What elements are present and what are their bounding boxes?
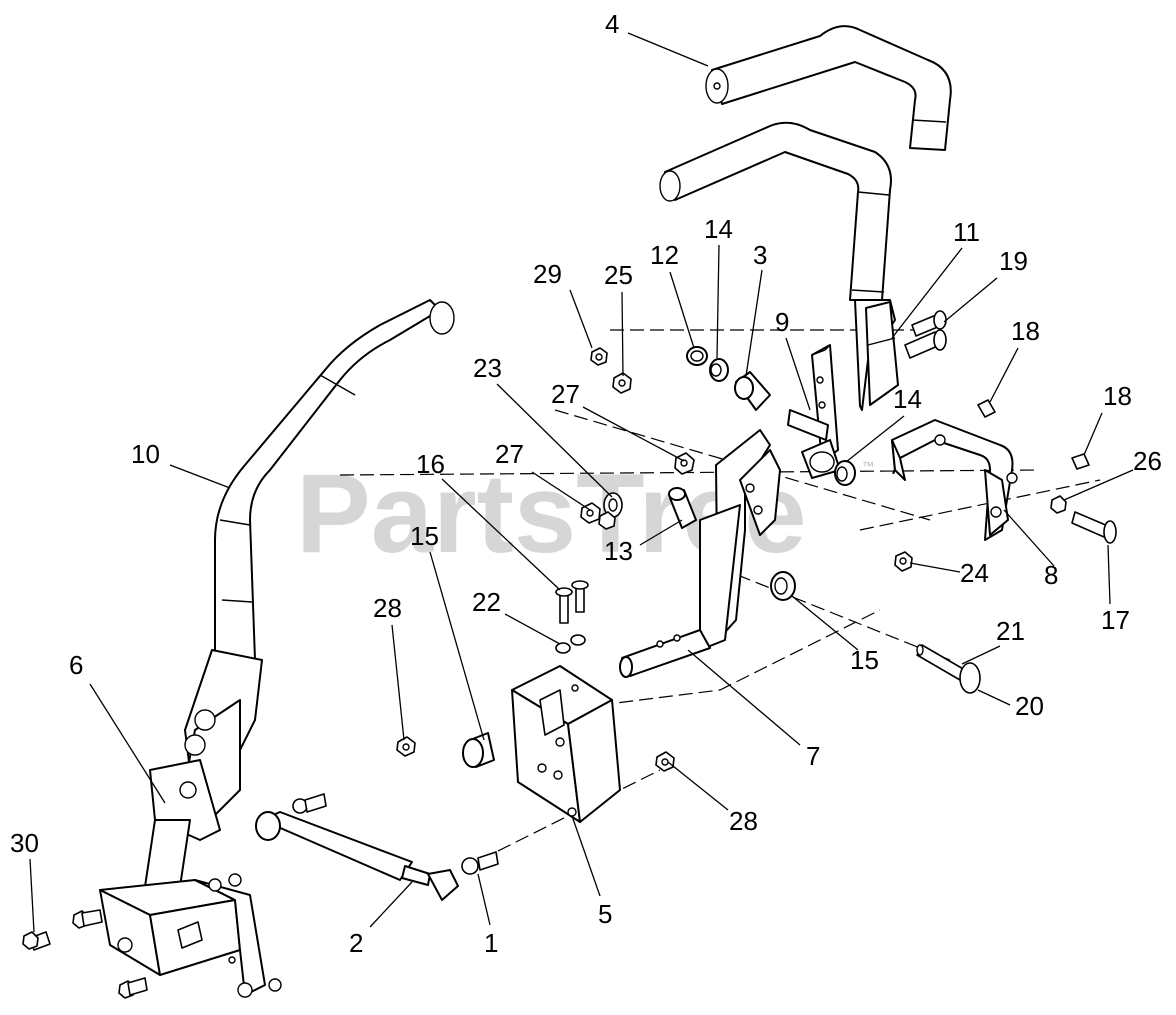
callout-15-left: 15 (410, 521, 439, 551)
callout-10: 10 (131, 439, 160, 469)
ball-stud-1[interactable] (461, 851, 499, 875)
bolt-18-right[interactable] (1071, 453, 1090, 470)
callouts: 4 29 25 12 14 3 11 19 9 14 18 18 26 8 17… (10, 9, 1162, 958)
washers-22[interactable] (555, 634, 586, 654)
callout-16: 16 (416, 449, 445, 479)
callout-19: 19 (999, 246, 1028, 276)
handle-bar-left[interactable] (214, 299, 455, 661)
callout-15-right: 15 (850, 645, 879, 675)
callout-18-upper: 18 (1011, 316, 1040, 346)
handle-clamp[interactable] (854, 299, 899, 411)
callout-12: 12 (650, 240, 679, 270)
callout-27-upper: 27 (551, 379, 580, 409)
bushing-group-upper[interactable] (686, 346, 771, 411)
callout-9: 9 (775, 307, 789, 337)
washer-23[interactable] (603, 492, 623, 518)
bolt-30[interactable] (22, 931, 51, 951)
callout-13: 13 (604, 536, 633, 566)
callout-27-lower: 27 (495, 439, 524, 469)
mounting-plate[interactable] (511, 665, 621, 823)
bolt-18-upper[interactable] (977, 399, 996, 418)
callout-17: 17 (1101, 605, 1130, 635)
base-bracket[interactable] (99, 873, 282, 998)
callout-8: 8 (1044, 560, 1058, 590)
lower-lever[interactable] (139, 649, 263, 921)
callout-24: 24 (960, 558, 989, 588)
callout-22: 22 (472, 587, 501, 617)
callout-14-right: 14 (893, 384, 922, 414)
bolt-base-left[interactable] (72, 909, 103, 929)
bolt-17[interactable] (1071, 511, 1117, 544)
callout-14-upper: 14 (704, 214, 733, 244)
spacer-13[interactable] (668, 487, 697, 529)
callout-29: 29 (533, 259, 562, 289)
bushing-15-left[interactable] (462, 732, 495, 768)
callout-1: 1 (484, 928, 498, 958)
handle-bar-upper[interactable] (705, 25, 952, 151)
bolts-16[interactable] (555, 580, 589, 624)
callout-2: 2 (349, 928, 363, 958)
ball-stud-upper[interactable] (292, 793, 327, 814)
handle-bar-middle[interactable] (659, 121, 892, 301)
callout-3: 3 (753, 240, 767, 270)
watermark-trademark: ™ (862, 459, 874, 473)
nut-29[interactable] (590, 347, 608, 366)
callout-28-left: 28 (373, 593, 402, 623)
callout-6: 6 (69, 650, 83, 680)
callout-7: 7 (806, 741, 820, 771)
callout-5: 5 (598, 899, 612, 929)
bushing-15-right[interactable] (770, 571, 796, 601)
clevis-pin[interactable] (916, 644, 981, 694)
callout-25: 25 (604, 260, 633, 290)
bolts-19[interactable] (904, 310, 947, 359)
leader-lines (29, 32, 1134, 933)
callout-18-right: 18 (1103, 381, 1132, 411)
callout-23: 23 (473, 353, 502, 383)
nut-26[interactable] (1050, 495, 1067, 514)
callout-26: 26 (1133, 446, 1162, 476)
gas-spring[interactable] (255, 811, 459, 901)
pivot-lever[interactable] (619, 429, 781, 678)
bushing-14-right[interactable] (834, 460, 856, 486)
callout-11: 11 (953, 217, 980, 247)
callout-28-right: 28 (729, 806, 758, 836)
callout-4: 4 (605, 9, 619, 39)
nut-28-right[interactable] (655, 751, 675, 772)
callout-21: 21 (996, 616, 1025, 646)
mounting-bracket[interactable] (891, 419, 1018, 541)
bolt-base-bottom[interactable] (118, 977, 148, 999)
callout-30: 30 (10, 828, 39, 858)
nut-24[interactable] (894, 551, 913, 572)
nut-28-left[interactable] (396, 736, 416, 757)
callout-20: 20 (1015, 691, 1044, 721)
nut-25[interactable] (612, 372, 632, 394)
nut-27-lower[interactable] (580, 502, 616, 530)
